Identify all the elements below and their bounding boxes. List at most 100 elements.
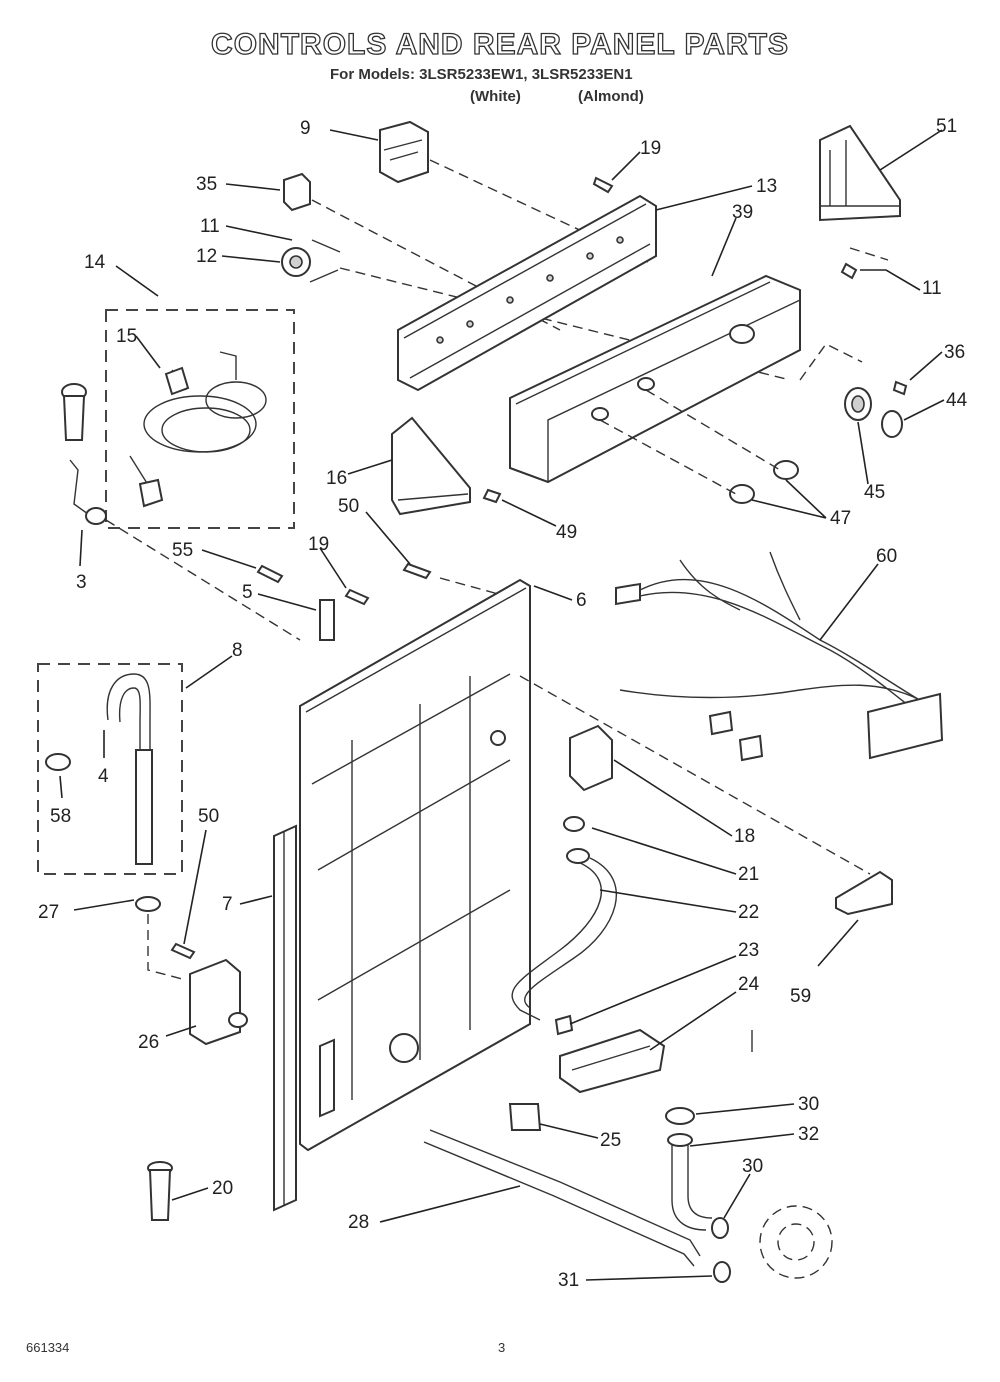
callout-12: 12 xyxy=(196,246,217,267)
part-60-wire-harness xyxy=(615,551,944,762)
part-28-drain-hose xyxy=(423,1129,701,1267)
part-15-power-cord xyxy=(129,351,267,508)
part-51-lid-switch xyxy=(819,124,901,222)
callout-50-top: 50 xyxy=(338,496,359,517)
callout-27: 27 xyxy=(38,902,59,923)
callout-60: 60 xyxy=(876,546,897,567)
color-label-almond: (Almond) xyxy=(578,88,644,105)
part-36-screw xyxy=(892,380,908,396)
callout-11-left: 11 xyxy=(200,216,220,237)
callout-30-bottom: 30 xyxy=(742,1156,763,1177)
page-title: CONTROLS AND REAR PANEL PARTS xyxy=(210,27,789,61)
part-55-screw xyxy=(256,564,284,584)
callout-59: 59 xyxy=(790,986,811,1007)
model-numbers: For Models: 3LSR5233EW1, 3LSR5233EN1 xyxy=(330,66,633,83)
callout-18: 18 xyxy=(734,826,755,847)
part-50-screw-top xyxy=(402,562,432,580)
callout-35: 35 xyxy=(196,174,217,195)
callout-14: 14 xyxy=(84,252,106,273)
part-21-grommet xyxy=(563,816,585,832)
callout-36: 36 xyxy=(944,342,965,363)
callout-22: 22 xyxy=(738,902,759,923)
part-45-knob-skirt xyxy=(844,387,872,421)
callout-8: 8 xyxy=(232,640,243,661)
callout-26: 26 xyxy=(138,1032,159,1053)
part-32-drain-hose-corrugated xyxy=(665,1107,713,1231)
callout-5: 5 xyxy=(242,582,253,603)
leader-dash-59 xyxy=(519,675,871,875)
callout-9: 9 xyxy=(300,118,311,139)
callout-24: 24 xyxy=(738,974,760,995)
callout-11-right: 11 xyxy=(922,278,942,299)
power-cord-kit-box xyxy=(105,309,295,529)
part-23-hose-clamp xyxy=(554,1014,574,1036)
part-27-washer xyxy=(135,896,161,912)
part-30-clamps xyxy=(711,1217,731,1283)
callout-13: 13 xyxy=(756,176,777,197)
callout-19-middle: 19 xyxy=(308,534,329,555)
leader-dash-51 xyxy=(849,247,889,261)
part-9-timer-knob-housing xyxy=(379,120,429,184)
part-20-fitting xyxy=(147,1161,173,1221)
callout-4: 4 xyxy=(98,766,109,787)
part-12-knob-assembly xyxy=(281,239,341,283)
part-18-pressure-switch xyxy=(569,724,613,792)
part-49-screw xyxy=(482,488,502,504)
callout-50-left: 50 xyxy=(198,806,219,827)
part-22-hose xyxy=(511,848,617,1021)
document-number: 661334 xyxy=(26,1340,70,1355)
leader-dash-47 xyxy=(599,389,781,495)
part-50-screw-left xyxy=(170,942,196,960)
part-3-inlet-hose-fitting xyxy=(61,383,107,525)
callout-44: 44 xyxy=(946,390,968,411)
callout-45: 45 xyxy=(864,482,885,503)
part-59-bracket xyxy=(835,870,893,916)
callout-leaders xyxy=(59,129,945,1281)
callout-49: 49 xyxy=(556,522,577,543)
callout-58: 58 xyxy=(50,806,71,827)
callout-55: 55 xyxy=(172,540,193,561)
callout-39: 39 xyxy=(732,202,753,223)
color-label-white: (White) xyxy=(470,88,521,105)
part-35-switch xyxy=(283,172,311,212)
callout-28: 28 xyxy=(348,1212,369,1233)
part-4-inlet-hose xyxy=(106,673,153,865)
inlet-hose-kit-box xyxy=(37,663,183,875)
part-16-bracket xyxy=(391,416,471,516)
callout-21: 21 xyxy=(738,864,759,885)
part-26-inlet-valve xyxy=(189,958,248,1046)
part-24-mounting-bracket xyxy=(559,1028,666,1094)
callout-32: 32 xyxy=(798,1124,819,1145)
page-number: 3 xyxy=(498,1340,506,1355)
part-13-console-bracket xyxy=(397,194,657,392)
leader-dash-36 xyxy=(799,343,863,381)
part-19-screw-middle xyxy=(344,588,370,606)
part-5-clip xyxy=(319,599,335,641)
callout-20: 20 xyxy=(212,1178,233,1199)
callout-7: 7 xyxy=(222,894,233,915)
callout-23: 23 xyxy=(738,940,759,961)
callout-6: 6 xyxy=(576,590,587,611)
callout-25: 25 xyxy=(600,1130,621,1151)
part-25-plug xyxy=(508,1103,542,1131)
part-7-trim-strip xyxy=(273,824,297,1212)
part-11-screw-right xyxy=(840,262,858,280)
callout-15: 15 xyxy=(116,326,137,347)
callout-30-top: 30 xyxy=(798,1094,819,1115)
part-44-knob xyxy=(881,410,903,438)
part-6-rear-panel xyxy=(299,578,531,1152)
callout-3: 3 xyxy=(76,572,87,593)
callout-19-top: 19 xyxy=(640,138,661,159)
callout-51: 51 xyxy=(936,116,957,137)
callout-labels: 9 19 13 51 35 39 11 12 11 14 36 15 44 16… xyxy=(38,116,968,1291)
pump-outline xyxy=(759,1205,833,1279)
leader-dash-27 xyxy=(147,914,187,981)
callout-47: 47 xyxy=(830,508,851,529)
part-47-knobs xyxy=(729,460,799,504)
part-58-washer xyxy=(45,753,71,771)
leader-dash-3 xyxy=(105,519,301,641)
part-19-screw-top xyxy=(592,176,614,194)
callout-16: 16 xyxy=(326,468,347,489)
